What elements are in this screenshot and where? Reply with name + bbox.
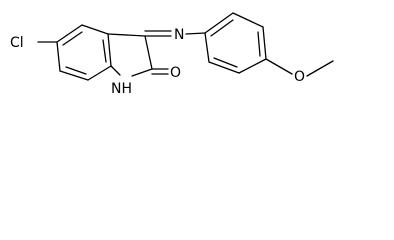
chlorine-atom-label: Cl [10, 35, 24, 51]
indole-benzene-ring [56, 24, 112, 81]
bond [56, 41, 61, 72]
bond [204, 12, 234, 34]
carbonyl-oxygen-label: O [170, 65, 181, 81]
double-bond-inner [213, 57, 238, 68]
bond [144, 35, 153, 70]
bond [208, 61, 240, 74]
bond [87, 65, 112, 81]
bond [107, 33, 112, 67]
aryl-o-bond [265, 58, 293, 75]
nitrogen-atom-label: N [174, 27, 184, 43]
double-bond-inner [65, 66, 87, 75]
ether-oxygen-label: O [294, 69, 305, 85]
bond [110, 65, 121, 76]
lactam-ring [107, 33, 153, 77]
bond [232, 12, 264, 28]
double-bond-inner [102, 39, 107, 63]
bond [238, 58, 267, 74]
double-bond-inner [210, 19, 234, 37]
chemical-structure: Cl NH O N O [10, 12, 334, 97]
bond [56, 24, 83, 43]
amine-atom-label: NH [111, 81, 132, 97]
n-aryl-bond [185, 32, 206, 35]
bond [262, 26, 267, 60]
bond [204, 32, 210, 63]
double-bond-inner [62, 31, 83, 46]
bond [59, 70, 89, 81]
bond [131, 68, 153, 77]
o-methyl-bond [306, 60, 334, 77]
bond [107, 33, 146, 37]
double-bond-inner [257, 31, 261, 57]
bond [81, 24, 109, 35]
methoxyphenyl-ring [204, 12, 267, 74]
